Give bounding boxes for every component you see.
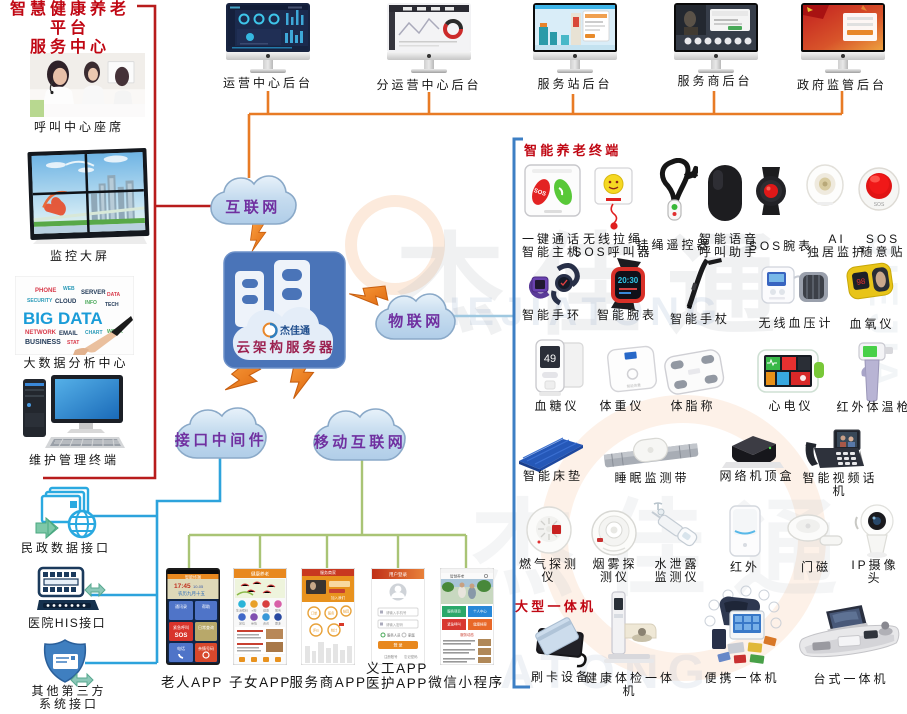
svg-text:健康档案: 健康档案: [473, 622, 487, 627]
svg-text:WEB: WEB: [63, 286, 75, 292]
svg-text:资讯: 资讯: [263, 621, 269, 626]
svg-text:注册账号: 注册账号: [384, 654, 398, 659]
svg-text:SERVER: SERVER: [81, 290, 106, 296]
svg-text:更多: 更多: [275, 621, 281, 626]
svg-text:CHART: CHART: [85, 330, 103, 336]
svg-text:CLOUD: CLOUD: [55, 299, 77, 305]
svg-text:用户登录: 用户登录: [389, 571, 407, 578]
svg-text:e购: e购: [252, 608, 257, 613]
svg-text:接口中间件: 接口中间件: [175, 431, 268, 449]
svg-text:服务商家: 服务商家: [320, 569, 336, 575]
svg-text:49: 49: [544, 353, 556, 365]
svg-text:INFO: INFO: [85, 300, 97, 306]
svg-text:SOS: SOS: [533, 188, 547, 198]
svg-text:通讯录: 通讯录: [175, 603, 187, 609]
svg-text:家属: 家属: [408, 633, 415, 638]
svg-text:健康养老: 健康养老: [251, 571, 269, 578]
svg-text:服务: 服务: [275, 608, 281, 613]
svg-text:紧急呼叫: 紧急呼叫: [447, 622, 461, 627]
svg-text:TECH: TECH: [105, 302, 119, 308]
svg-text:智能体重: 智能体重: [627, 382, 642, 388]
svg-text:统计: 统计: [331, 628, 338, 633]
svg-text:SECURITY: SECURITY: [27, 298, 53, 304]
svg-text:忘记密码: 忘记密码: [404, 654, 418, 659]
svg-text:亲情号码: 亲情号码: [198, 645, 214, 651]
svg-text:智慧养老: 智慧养老: [450, 574, 465, 579]
svg-text:服务: 服务: [328, 611, 335, 616]
svg-text:STAT: STAT: [67, 340, 79, 346]
svg-text:PHONE: PHONE: [35, 288, 56, 294]
svg-text:紧急呼叫: 紧急呼叫: [173, 624, 189, 630]
svg-text:SOS: SOS: [874, 202, 885, 208]
svg-text:智能终端: 智能终端: [185, 574, 201, 580]
svg-text:结算: 结算: [343, 609, 350, 614]
svg-text:登 录: 登 录: [393, 642, 402, 648]
svg-text:服务项目: 服务项目: [447, 609, 461, 614]
svg-text:20:30: 20:30: [618, 276, 639, 285]
svg-text:请输入密码: 请输入密码: [386, 622, 404, 627]
svg-text:98: 98: [856, 277, 867, 287]
svg-text:定位: 定位: [239, 621, 245, 626]
svg-text:日常查询: 日常查询: [198, 624, 214, 630]
svg-text:帮助: 帮助: [202, 603, 210, 609]
svg-text:农历九月十五: 农历九月十五: [178, 590, 205, 597]
svg-text:请输入手机号: 请输入手机号: [386, 610, 407, 615]
svg-text:服务动态: 服务动态: [460, 632, 474, 637]
svg-text:NETWORK: NETWORK: [25, 330, 57, 336]
svg-text:10-05: 10-05: [193, 584, 204, 589]
svg-text:生活照料: 生活照料: [236, 608, 248, 613]
svg-text:杰佳通: 杰佳通: [280, 324, 310, 337]
svg-text:健康: 健康: [263, 608, 269, 613]
svg-text:BIG DATA: BIG DATA: [23, 309, 103, 328]
svg-text:订单: 订单: [311, 611, 318, 616]
svg-text:EMAIL: EMAIL: [59, 331, 78, 337]
svg-text:物联网: 物联网: [388, 312, 444, 330]
svg-text:17:45: 17:45: [174, 583, 191, 590]
svg-text:云架构服务器: 云架构服务器: [237, 339, 336, 355]
svg-text:DATA: DATA: [107, 292, 121, 298]
svg-text:服务人员: 服务人员: [387, 633, 401, 638]
svg-text:移动互联网: 移动互联网: [314, 433, 407, 451]
svg-text:SOS: SOS: [175, 633, 188, 639]
svg-text:加入我们: 加入我们: [331, 595, 345, 600]
svg-text:互联网: 互联网: [225, 199, 281, 216]
svg-text:BUSINESS: BUSINESS: [25, 339, 61, 346]
svg-text:电话: 电话: [177, 645, 185, 651]
svg-text:亲情: 亲情: [251, 621, 257, 626]
svg-text:评价: 评价: [313, 628, 320, 633]
svg-text:个人中心: 个人中心: [473, 609, 487, 614]
